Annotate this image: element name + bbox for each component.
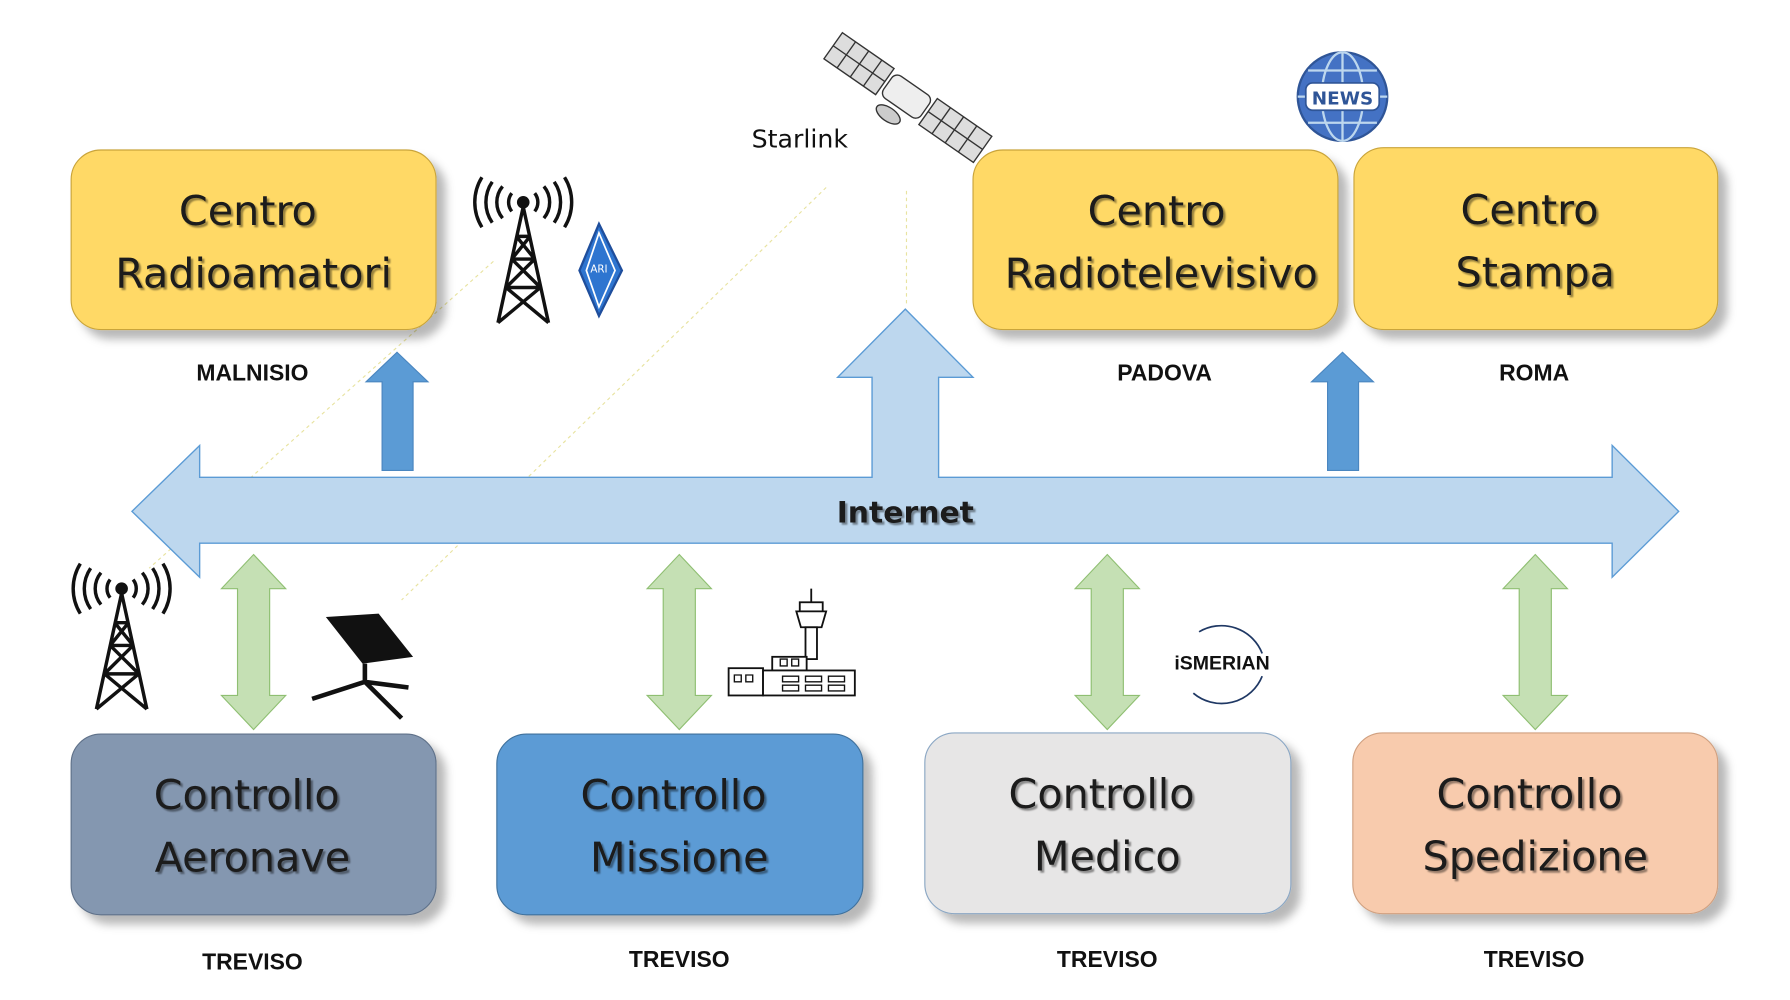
- node-title-line2: Spedizione: [1423, 833, 1649, 881]
- node-controllo-aeronave[interactable]: Controllo Aeronave: [70, 733, 437, 916]
- news-globe-icon: NEWS: [1296, 51, 1389, 143]
- node-centro-radioamatori[interactable]: Centro Radioamatori: [70, 149, 437, 331]
- node-centro-stampa[interactable]: Centro Stampa: [1353, 147, 1719, 331]
- link-arrows: [220, 553, 1569, 731]
- node-centro-radiotelevisivo[interactable]: Centro Radiotelevisivo: [972, 149, 1339, 331]
- bidirectional-link-arrow: [1073, 553, 1141, 731]
- bidirectional-link-arrow: [220, 553, 288, 731]
- city-label: TREVISO: [1057, 946, 1158, 972]
- up-arrow-stampa: [1310, 351, 1375, 472]
- city-label: MALNISIO: [196, 360, 308, 386]
- node-title-line2: Missione: [590, 834, 768, 882]
- ismerian-logo-icon: iSMERIAN: [1174, 624, 1270, 705]
- node-controllo-medico[interactable]: Controllo Medico: [924, 732, 1292, 915]
- radio-tower-icon: [473, 176, 574, 325]
- node-title-line2: Medico: [1034, 833, 1181, 881]
- node-title-line1: Controllo: [1009, 770, 1195, 818]
- node-title-line2: Aeronave: [155, 834, 351, 882]
- node-title-line2: Stampa: [1456, 249, 1615, 297]
- city-label: TREVISO: [629, 946, 730, 972]
- node-title-line1: Centro: [1088, 187, 1226, 235]
- node-title-line2: Radiotelevisivo: [1005, 250, 1318, 298]
- node-title-line1: Controllo: [154, 771, 340, 819]
- node-title-line1: Controllo: [581, 771, 767, 819]
- news-logo-text: NEWS: [1312, 89, 1373, 110]
- city-label: TREVISO: [202, 948, 303, 974]
- ari-logo-text: ARI: [590, 264, 607, 276]
- satellite-label: Starlink: [752, 125, 849, 154]
- control-tower-icon: [727, 588, 856, 697]
- ismerian-logo-text: iSMERIAN: [1174, 652, 1269, 674]
- starlink-dish-icon: [311, 613, 414, 720]
- internet-arrow: [130, 308, 1680, 579]
- node-controllo-spedizione[interactable]: Controllo Spedizione: [1352, 732, 1719, 915]
- bidirectional-link-arrow: [645, 553, 713, 731]
- node-title-line1: Controllo: [1437, 770, 1623, 818]
- bidirectional-link-arrow: [1501, 553, 1569, 731]
- node-title-line2: Radioamatori: [115, 250, 392, 298]
- internet-label: Internet: [837, 495, 974, 530]
- node-title-line1: Centro: [1461, 186, 1599, 234]
- up-arrow-radioamatori: [364, 351, 430, 472]
- node-controllo-missione[interactable]: Controllo Missione: [496, 733, 864, 916]
- satellite-icon: [822, 31, 993, 164]
- radio-tower-icon: [71, 562, 172, 711]
- city-label: PADOVA: [1117, 360, 1212, 386]
- city-label: TREVISO: [1484, 946, 1585, 972]
- node-title-line1: Centro: [179, 187, 317, 235]
- ari-logo-icon: ARI: [578, 221, 624, 319]
- city-label: ROMA: [1499, 360, 1569, 386]
